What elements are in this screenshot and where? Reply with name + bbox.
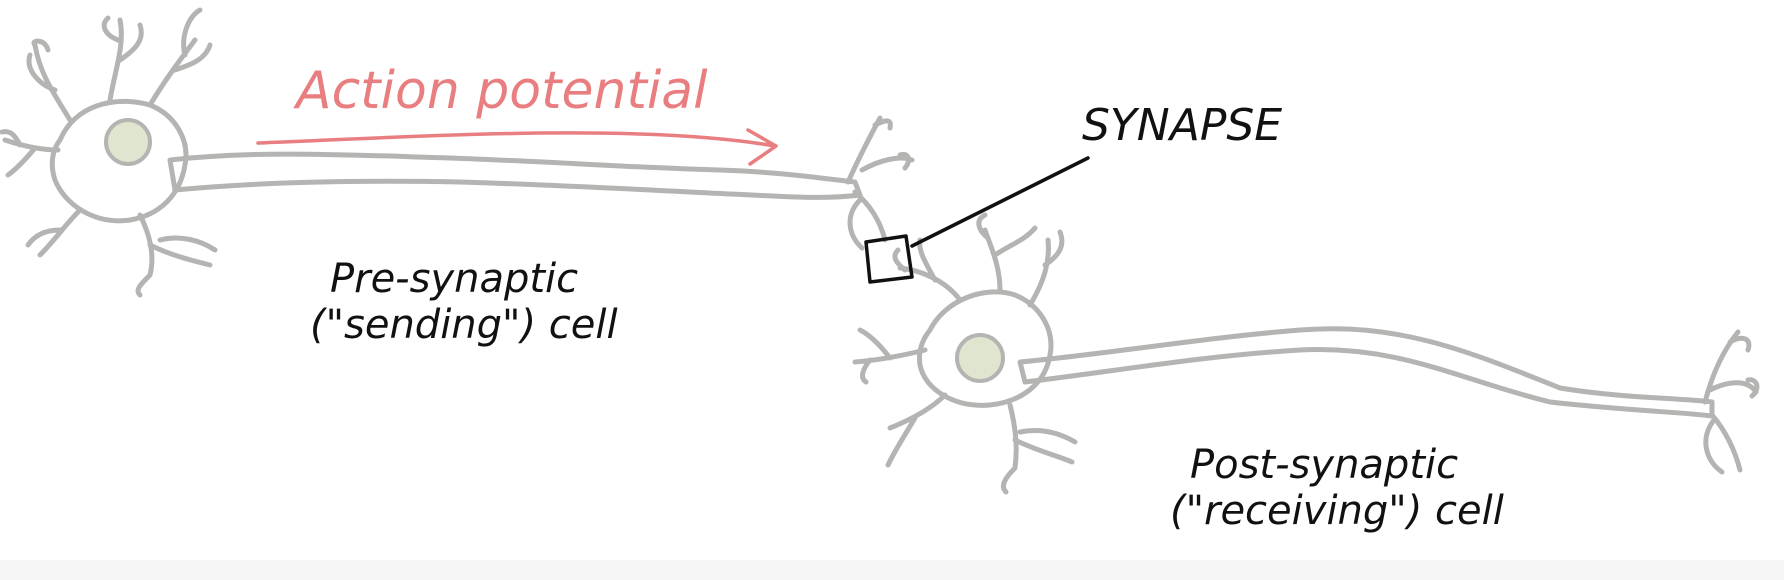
post-dendrite-3 xyxy=(1027,229,1065,308)
pre-synaptic-label-line1: Pre-synaptic xyxy=(330,256,578,302)
pre-synaptic-label-line2: ("sending") cell xyxy=(310,302,618,348)
pre-soma xyxy=(49,98,189,224)
arrow-head xyxy=(746,128,778,166)
arrow-shaft xyxy=(256,131,777,148)
pre-dendrite-3 xyxy=(147,7,213,108)
pre-dendrite-6 xyxy=(135,212,218,298)
action-potential-label: Action potential xyxy=(293,61,708,121)
post-axon xyxy=(1017,326,1715,419)
pre-dendrite-2 xyxy=(101,15,144,103)
post-nucleus xyxy=(955,333,1005,383)
pre-dendrite-4 xyxy=(0,129,61,178)
post-synaptic-label-line1: Post-synaptic xyxy=(1190,442,1458,488)
synapse-label: SYNAPSE xyxy=(1082,100,1282,151)
post-dendrite-1 xyxy=(892,237,963,303)
post-synaptic-label-line2: ("receiving") cell xyxy=(1170,488,1504,534)
post-dendrite-5 xyxy=(885,392,948,468)
synapse-marker xyxy=(864,156,1090,284)
pre-synaptic-neuron xyxy=(0,7,915,298)
pre-axon-terminal xyxy=(845,115,915,251)
pre-dendrite-1 xyxy=(26,38,73,123)
bottom-strip xyxy=(0,560,1784,580)
action-potential-arrow xyxy=(256,128,778,166)
post-synaptic-neuron xyxy=(852,212,1760,495)
post-dendrite-6 xyxy=(1000,402,1078,495)
pre-dendrite-5 xyxy=(25,207,83,258)
post-dendrite-2 xyxy=(976,212,1038,293)
post-dendrite-4 xyxy=(852,327,928,385)
synapse-pointer-line xyxy=(910,156,1090,248)
post-axon-terminal xyxy=(1702,329,1760,475)
pre-nucleus xyxy=(104,118,152,166)
synapse-box xyxy=(864,234,914,284)
post-soma xyxy=(917,289,1054,408)
